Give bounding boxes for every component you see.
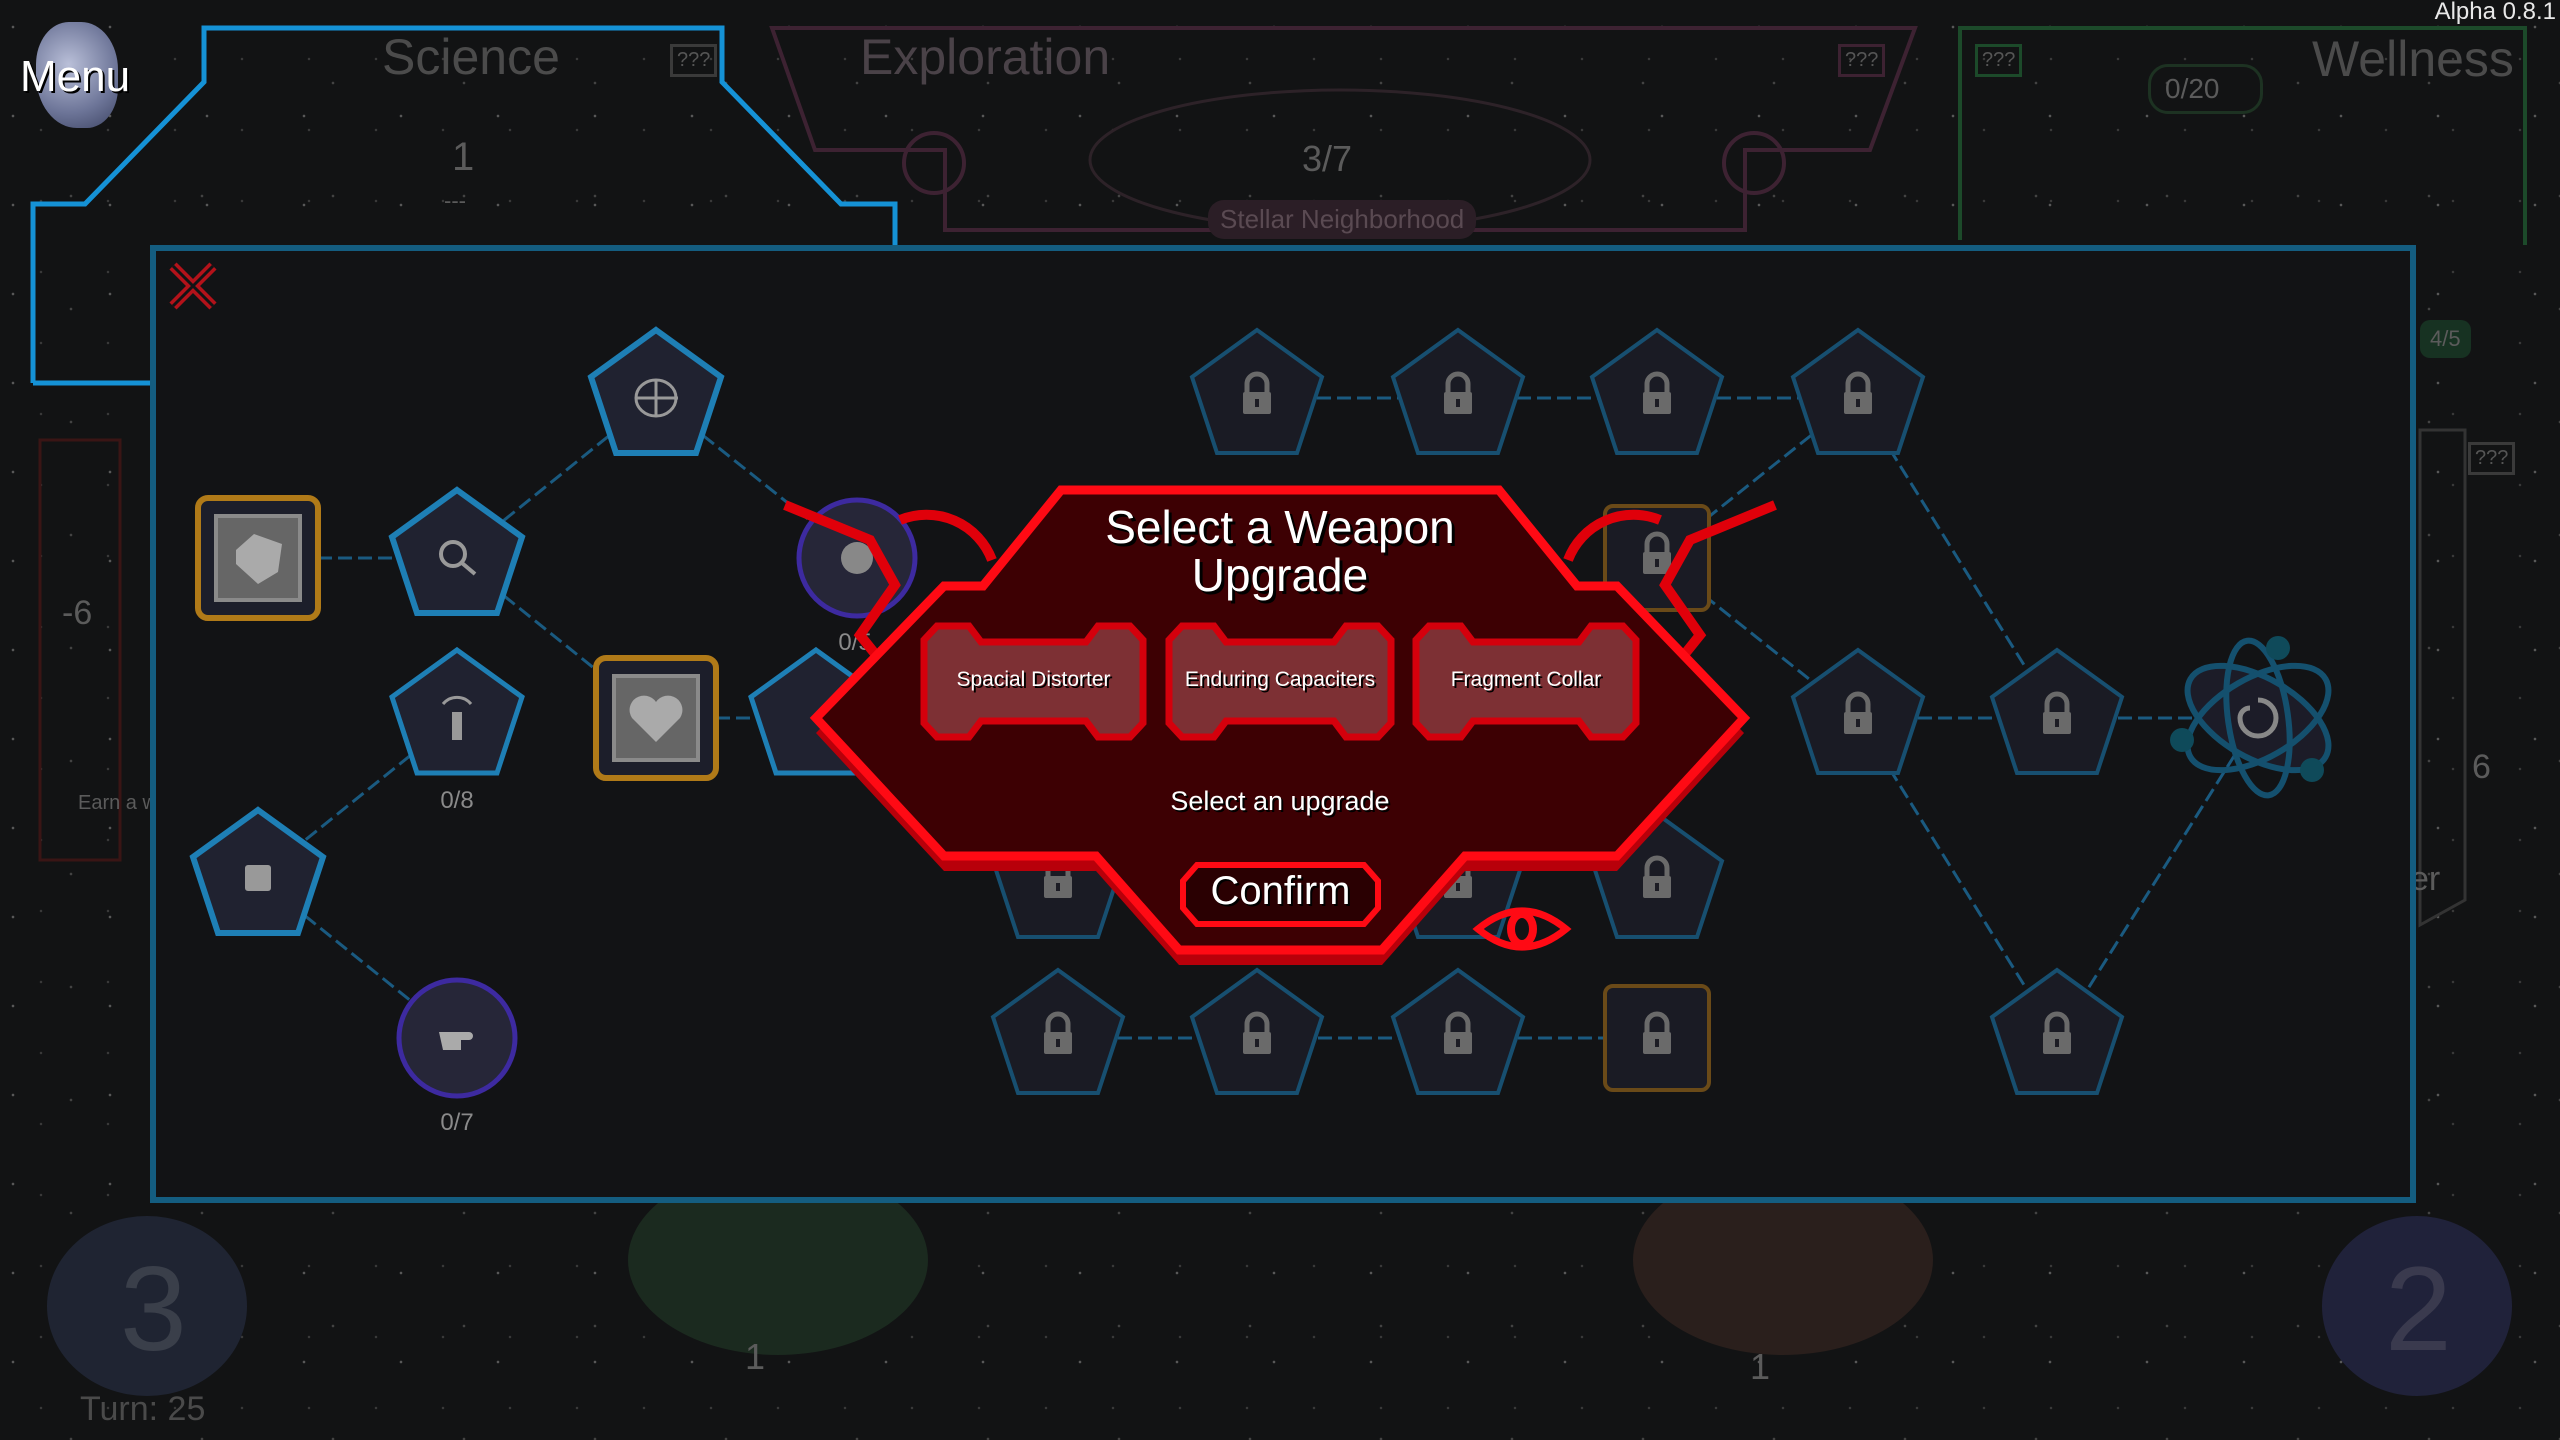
hand-icon — [439, 1032, 473, 1050]
close-icon[interactable] — [165, 258, 221, 314]
galaxy-right-count: 2 — [2385, 1242, 2452, 1376]
exploration-unknown[interactable]: ??? — [1838, 44, 1886, 77]
bracket-left-icon — [783, 500, 997, 664]
eye-icon — [1472, 907, 1572, 951]
upgrade-option-enduring-capaciters[interactable]: Enduring Capaciters — [1164, 620, 1396, 743]
modal-prompt: Select an upgrade — [1170, 786, 1390, 816]
option-label: Fragment Collar — [1450, 668, 1602, 691]
node-hand[interactable] — [396, 977, 518, 1099]
atom-capstone-node[interactable] — [2170, 636, 2346, 799]
galaxy-left-count: 3 — [120, 1242, 187, 1376]
locked-nodes — [991, 328, 2124, 1095]
node-dice[interactable] — [195, 495, 321, 621]
exploration-planet-icon — [902, 131, 966, 195]
science-sub: --- — [444, 188, 466, 213]
antenna-icon — [441, 695, 473, 740]
search-icon — [439, 540, 477, 576]
floppy-icon — [245, 865, 271, 891]
wellness-frame — [1958, 26, 2527, 245]
confirm-button[interactable]: Confirm — [1179, 861, 1382, 928]
bracket-right-icon — [1563, 500, 1777, 664]
exploration-frame — [769, 26, 1918, 232]
menu-button[interactable]: Menu — [18, 20, 138, 130]
right-card-value: 6 — [2472, 748, 2491, 786]
upgrade-option-spacial-distorter[interactable]: Spacial Distorter — [919, 620, 1148, 743]
planet-icon — [841, 542, 873, 574]
science-frame — [30, 25, 898, 383]
version-label: Alpha 0.8.1 — [2434, 0, 2556, 25]
planet-left-count: 1 — [745, 1336, 766, 1377]
spiral-icon — [2237, 697, 2279, 739]
left-weapon-card — [38, 438, 122, 862]
option-label: Enduring Capaciters — [1184, 668, 1376, 691]
science-unknown[interactable]: ??? — [670, 44, 718, 77]
right-card — [2418, 428, 2467, 928]
dice-icon — [236, 534, 282, 584]
left-card-value: -6 — [62, 594, 93, 632]
menu-label: Menu — [20, 52, 131, 101]
wellness-title: Wellness — [2312, 31, 2514, 87]
exploration-progress: 3/7 — [1302, 138, 1353, 179]
upgrade-option-fragment-collar[interactable]: Fragment Collar — [1411, 620, 1641, 743]
exploration-planet-icon — [1722, 131, 1786, 195]
option-label: Spacial Distorter — [956, 668, 1111, 691]
modal-title-line2: Upgrade — [1191, 549, 1369, 601]
right-card-unknown[interactable]: ??? — [2468, 442, 2516, 475]
heart-icon — [629, 695, 683, 742]
exploration-title: Exploration — [860, 29, 1111, 85]
planet-red-icon — [1633, 1165, 1933, 1355]
asteroid-icon — [36, 22, 118, 128]
planet-right-count: 1 — [1750, 1346, 1771, 1387]
galaxy-left-icon — [47, 1216, 247, 1396]
planet-green-icon — [628, 1165, 928, 1355]
node-planet[interactable] — [796, 497, 918, 619]
confirm-label: Confirm — [1210, 869, 1351, 913]
modal-title-line1: Select a Weapon — [1105, 501, 1455, 553]
wellness-progress: 4/5 — [2420, 320, 2471, 358]
science-level: 1 — [452, 135, 475, 179]
galaxy-right-icon — [2322, 1216, 2512, 1396]
locked-node — [1603, 504, 1711, 612]
node-net[interactable] — [591, 330, 721, 453]
left-card-caption: Earn a w — [78, 792, 157, 814]
wellness-score: 0/20 — [2148, 64, 2263, 114]
locked-node — [1603, 984, 1711, 1092]
science-title: Science — [382, 29, 560, 85]
antenna-progress: 0/8 — [440, 787, 473, 814]
wellness-unknown[interactable]: ??? — [1975, 44, 2023, 77]
turn-counter: Turn: 25 — [80, 1390, 206, 1428]
hand-progress: 0/7 — [440, 1109, 473, 1136]
node-search[interactable] — [392, 490, 522, 613]
node-heart[interactable] — [593, 655, 719, 781]
node-antenna[interactable] — [392, 650, 522, 773]
exploration-region: Stellar Neighborhood — [1208, 200, 1477, 239]
node-save[interactable] — [193, 810, 323, 933]
net-icon — [634, 378, 678, 418]
